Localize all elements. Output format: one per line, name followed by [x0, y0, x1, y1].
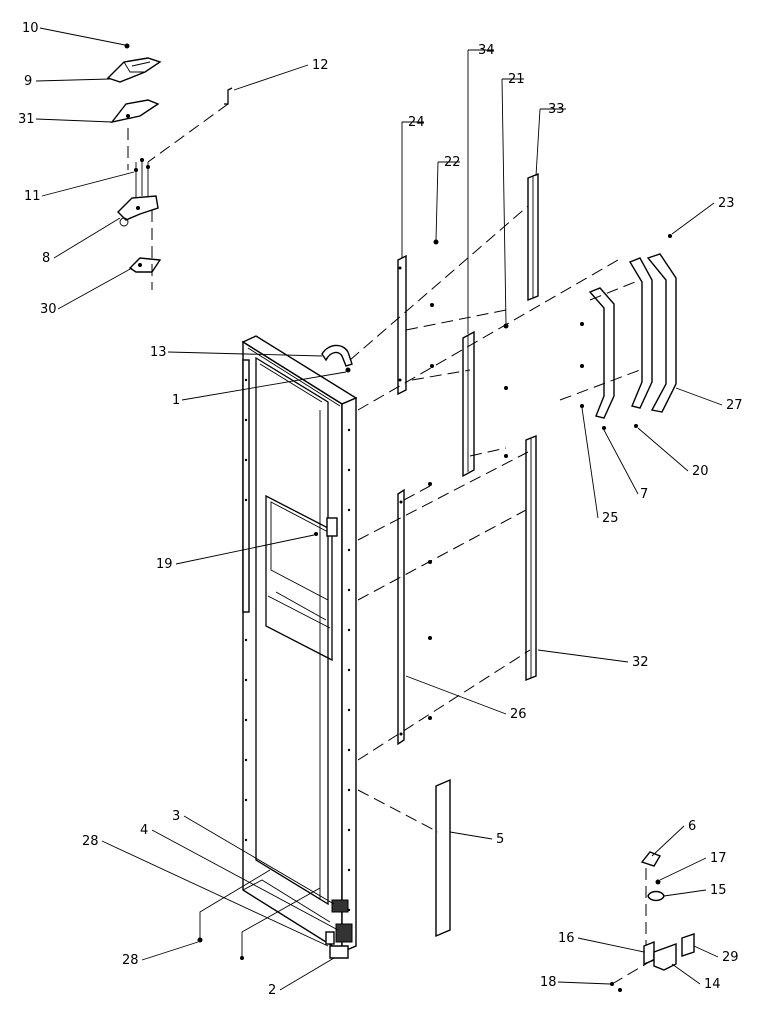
- callout-17: 17: [710, 851, 727, 866]
- part-14-hinge: [653, 943, 677, 971]
- part-19-switch: [326, 517, 338, 537]
- callout-11: 11: [24, 189, 41, 204]
- callout-5: 5: [496, 832, 504, 847]
- bottom-hinge-parts: [197, 869, 353, 960]
- callout-31: 31: [18, 112, 35, 127]
- dispenser-opening: [265, 494, 333, 662]
- callout-9: 9: [24, 74, 32, 89]
- part-21-screw: [503, 323, 509, 329]
- callout-15: 15: [710, 883, 727, 898]
- lower-hinge-assembly: [610, 851, 695, 992]
- top-hinge-assembly: [106, 43, 233, 290]
- part-6-cap: [640, 851, 662, 867]
- callout-2: 2: [268, 983, 276, 998]
- callout-16: 16: [558, 931, 575, 946]
- part-10-screw: [124, 43, 130, 49]
- part-2-bushing: [329, 945, 349, 959]
- part-17-screw: [655, 879, 661, 885]
- part-9-hinge-cover: [106, 57, 162, 83]
- callout-29: 29: [722, 950, 739, 965]
- part-7-bracket: [588, 287, 615, 419]
- callout-14: 14: [704, 977, 721, 992]
- handle-brackets: [580, 234, 677, 430]
- callout-19: 19: [156, 557, 173, 572]
- callout-25: 25: [602, 511, 619, 526]
- callout-30: 30: [40, 302, 57, 317]
- part-13-wire-harness: [321, 344, 353, 367]
- callout-20: 20: [692, 464, 709, 479]
- part-12-pin: [224, 87, 233, 105]
- callout-28-upper: 28: [82, 834, 99, 849]
- callout-27: 27: [726, 398, 743, 413]
- part-5-strip: [435, 778, 451, 938]
- callout-21: 21: [508, 72, 525, 87]
- part-15-bushing: [647, 890, 665, 902]
- callout-32: 32: [632, 655, 649, 670]
- callout-6: 6: [688, 819, 696, 834]
- callout-3: 3: [172, 809, 180, 824]
- part-3-bracket: [331, 899, 349, 913]
- part-32-channel: [525, 434, 537, 682]
- frame-holes: [244, 378, 351, 912]
- part-22-screw: [433, 239, 439, 245]
- part-29-shim: [681, 933, 695, 957]
- part-20-bracket: [628, 257, 653, 409]
- callout-23: 23: [718, 196, 735, 211]
- part-24-strip: [397, 254, 407, 396]
- callout-18: 18: [540, 975, 557, 990]
- callout-12: 12: [312, 58, 329, 73]
- callout-4: 4: [140, 823, 148, 838]
- alignment-lines: [349, 205, 641, 833]
- part-31-hinge-cap: [110, 99, 160, 124]
- part-34-channel: [462, 330, 475, 478]
- part-27-bracket: [646, 253, 677, 413]
- part-33-channel: [527, 172, 539, 302]
- callout-13: 13: [150, 345, 167, 360]
- callout-24: 24: [408, 115, 425, 130]
- part-30-shim: [128, 257, 162, 273]
- door-frame: [241, 335, 358, 954]
- callout-22: 22: [444, 155, 461, 170]
- callout-34: 34: [478, 43, 495, 58]
- callout-10: 10: [22, 21, 39, 36]
- callout-8: 8: [42, 251, 50, 266]
- callout-7: 7: [640, 487, 648, 502]
- callouts: 10 9 31 12 11 8 30 13 1 19 24 22: [18, 21, 743, 998]
- part-26-strip: [397, 488, 405, 746]
- callout-26: 26: [510, 707, 527, 722]
- callout-28-lower: 28: [122, 953, 139, 968]
- part-4-hinge: [335, 923, 353, 943]
- callout-33: 33: [548, 102, 565, 117]
- callout-1: 1: [172, 393, 180, 408]
- part-1-screw: [345, 367, 351, 373]
